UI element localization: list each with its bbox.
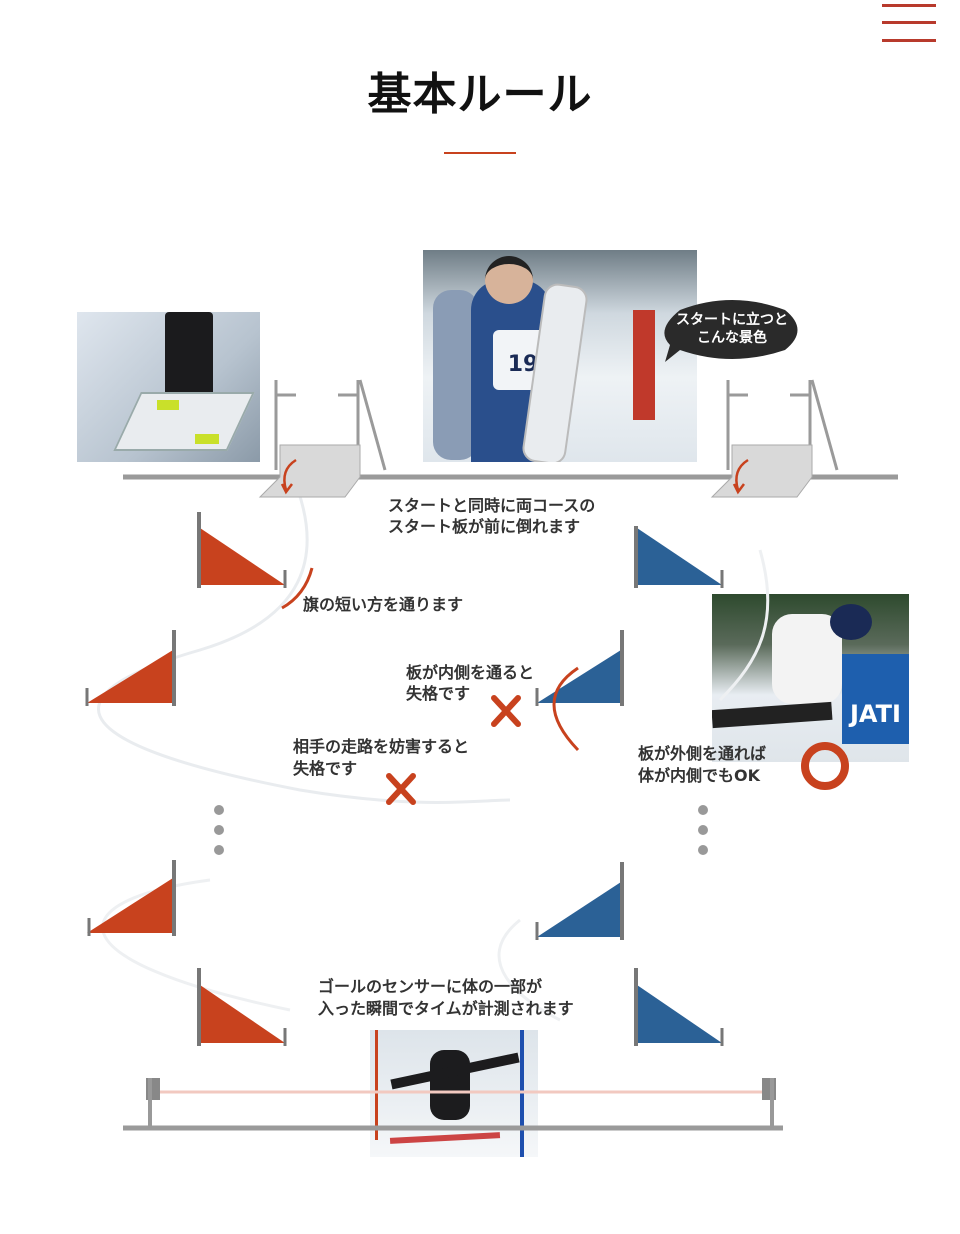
outside-ok-line-1: 板が外側を通れば [638, 744, 766, 763]
pass-arc [281, 567, 314, 610]
start-note-line-1: スタートと同時に両コースの [388, 496, 595, 515]
fall-arrow-icon [732, 458, 749, 495]
photo-rider-outside-gate: JATI [712, 594, 909, 762]
bubble-line-1: スタートに立つと [676, 311, 788, 328]
block-fail-line-1: 相手の走路を妨害すると [293, 737, 469, 756]
photo-athlete-at-start: 19 [423, 250, 697, 462]
blue-flag-4 [634, 968, 724, 1046]
finish-post-right [762, 1078, 776, 1128]
ok-circle-icon [801, 742, 849, 790]
red-flag-4 [197, 968, 287, 1046]
inside-fail-line-2: 失格です [406, 684, 470, 703]
start-note-line-2: スタート板が前に倒れます [388, 517, 580, 536]
bubble-line-2: こんな景色 [697, 329, 767, 346]
blue-flag-1 [634, 526, 724, 588]
hamburger-menu-icon[interactable] [882, 2, 936, 44]
flag-note: 旗の短い方を通ります [303, 595, 463, 614]
goal-note-line-1: ゴールのセンサーに体の一部が [318, 977, 542, 996]
page-title: 基本ルール [367, 69, 593, 120]
racing-line [97, 469, 511, 804]
red-flag-1 [197, 512, 287, 588]
dots-right [698, 805, 708, 855]
inside-arc [552, 666, 580, 752]
photo-start-gate-feet [77, 312, 260, 462]
finish-post-left [146, 1078, 160, 1128]
red-flag-2 [85, 630, 176, 706]
banner-text: JATI [850, 700, 901, 728]
block-fail-line-2: 失格です [293, 759, 357, 778]
speech-bubble: スタートに立つと こんな景色 [664, 300, 798, 362]
blue-flag-2 [535, 630, 624, 706]
title-underline [444, 152, 516, 154]
goal-note-line-2: 入った瞬間でタイムが計測されます [318, 999, 574, 1018]
inside-fail-line-1: 板が内側を通ると [406, 663, 534, 682]
blue-flag-3 [535, 862, 624, 940]
fall-arrow-icon [280, 458, 297, 495]
dots-left [214, 805, 224, 855]
outside-ok-line-2: 体が内側でもOK [638, 766, 761, 785]
fail-x-icon [386, 773, 416, 805]
red-flag-3 [87, 860, 176, 936]
racing-line-lower [101, 549, 770, 1022]
fail-x-icon [491, 695, 521, 727]
